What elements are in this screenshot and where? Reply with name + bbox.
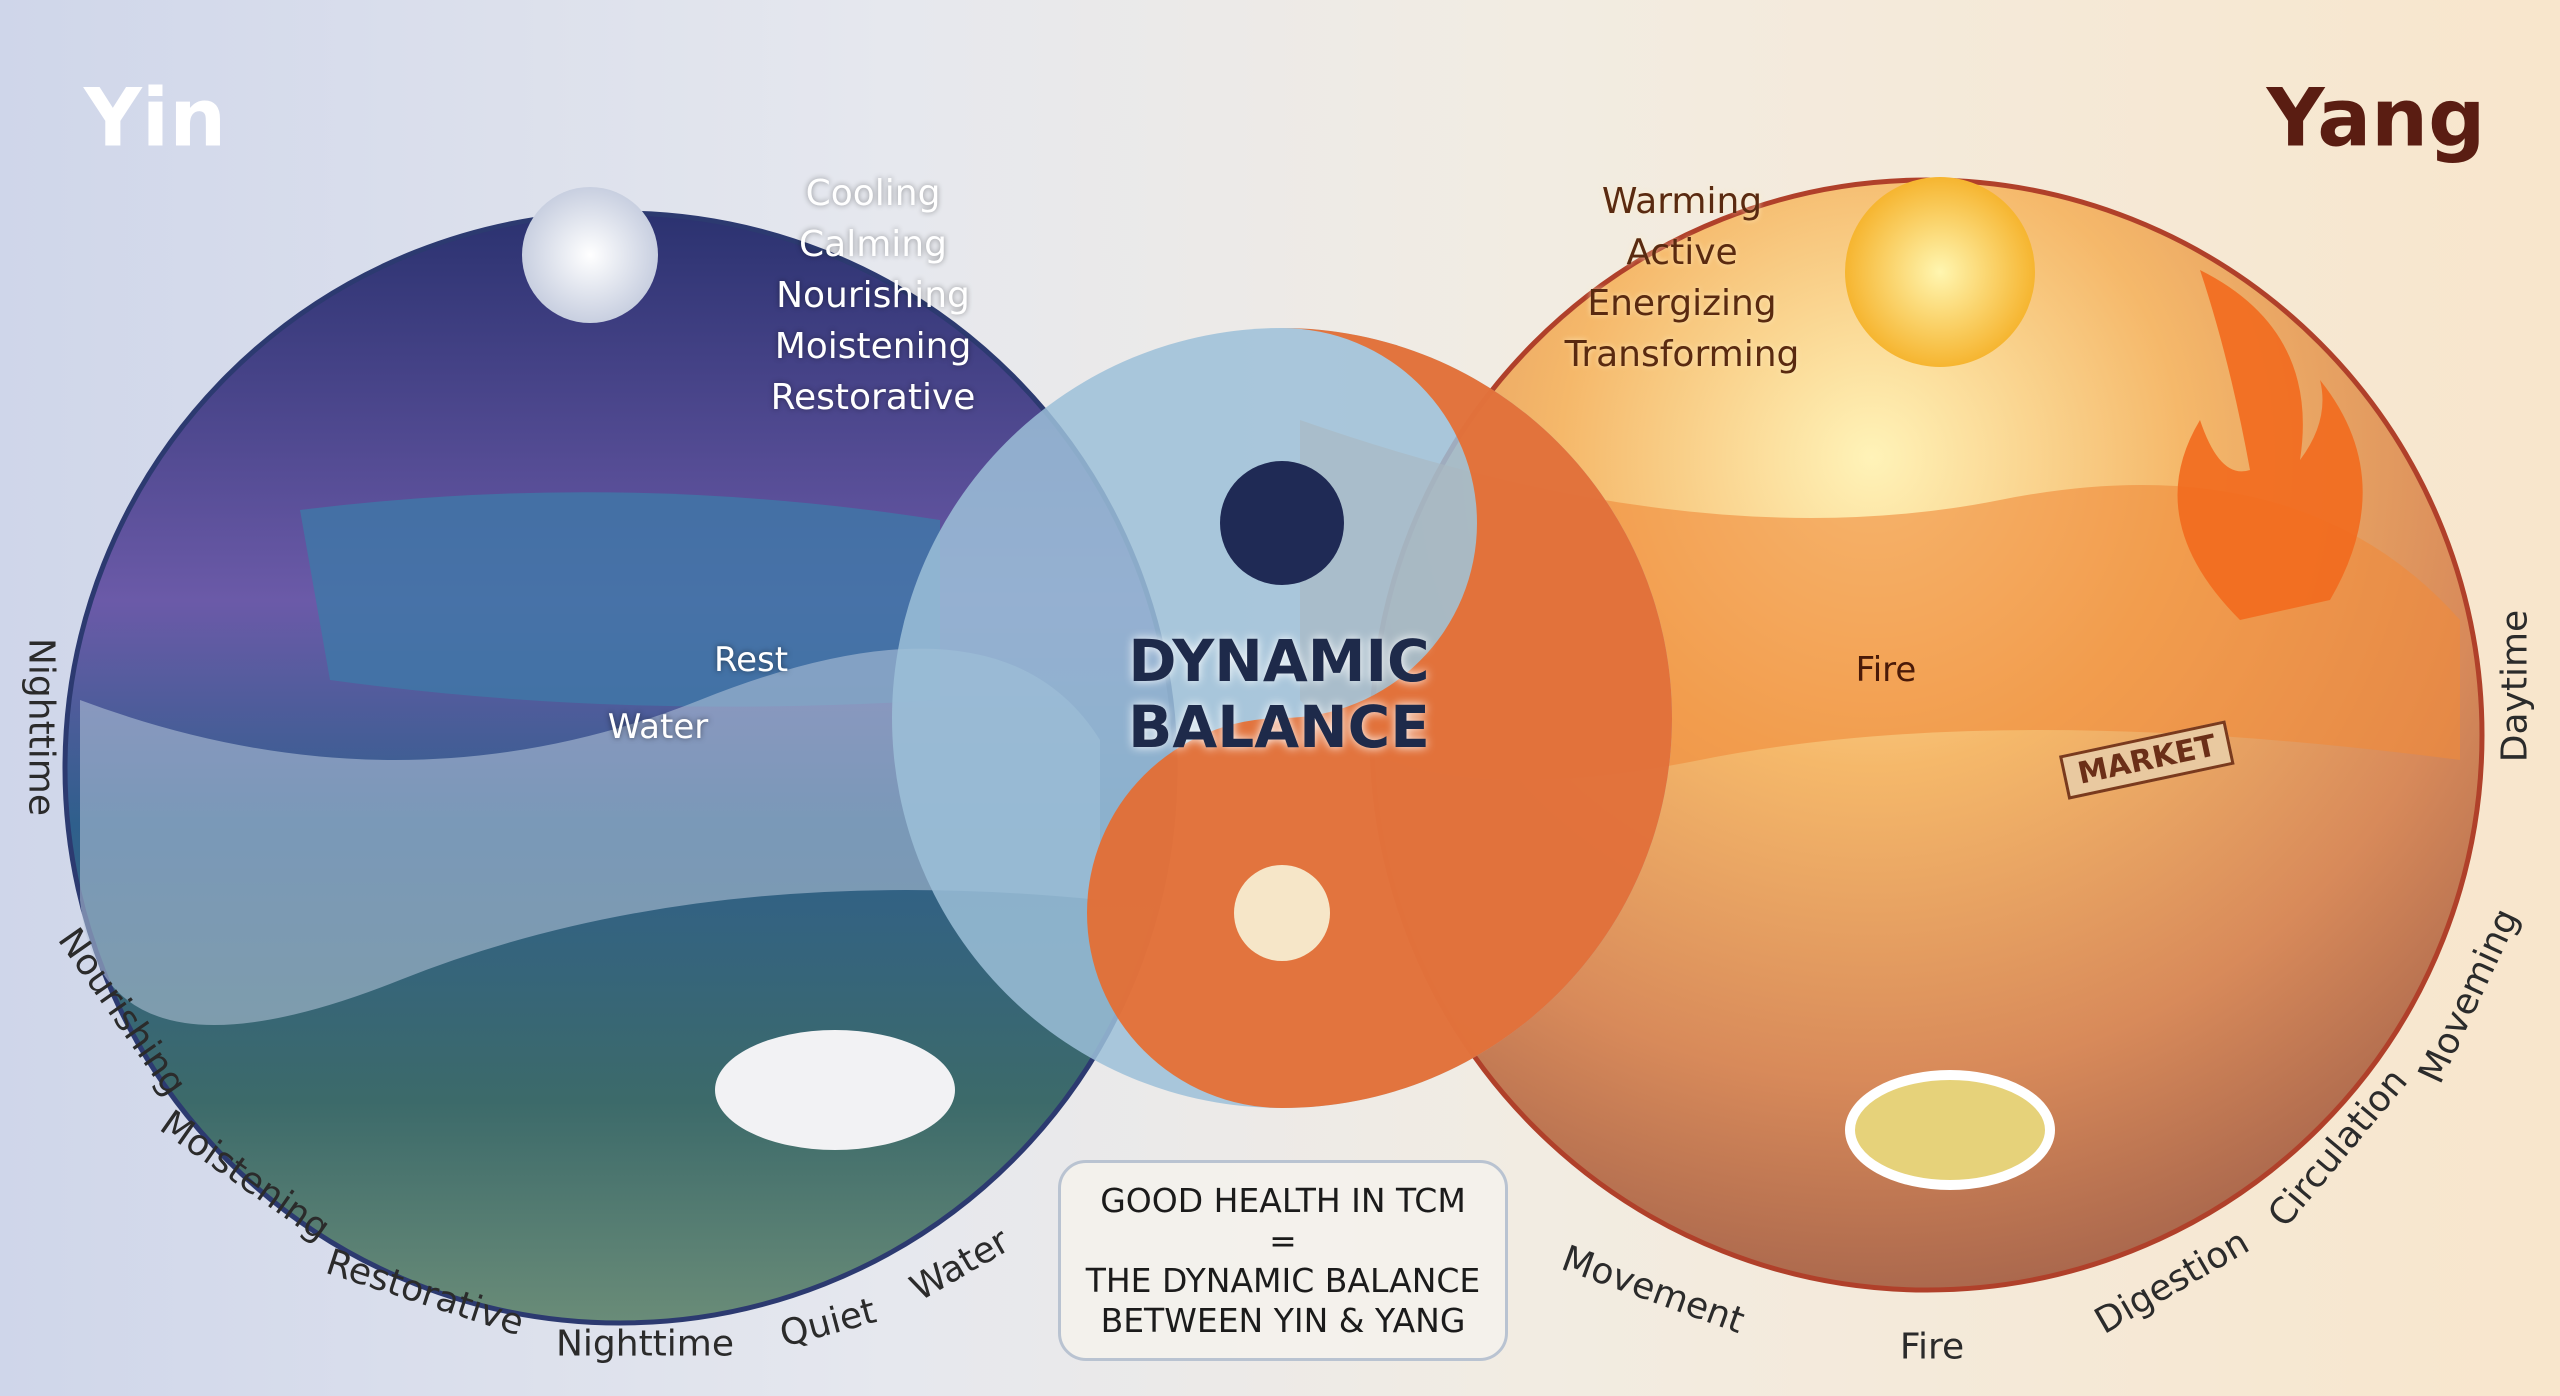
dynamic-balance-label: DYNAMIC BALANCE bbox=[1128, 628, 1430, 760]
rest-label: Rest bbox=[713, 640, 789, 680]
mist-wave bbox=[80, 648, 1100, 1025]
outer-label: Nighttime bbox=[20, 637, 62, 817]
summary-line: BETWEEN YIN & YANG bbox=[1100, 1300, 1466, 1340]
summary-line: GOOD HEALTH IN TCM bbox=[1100, 1180, 1466, 1220]
herb-dot bbox=[1234, 865, 1330, 961]
yang-quality: Warming bbox=[1601, 181, 1763, 222]
yin-title: Yin bbox=[83, 71, 227, 165]
outer-label: Daytime bbox=[2494, 609, 2536, 763]
yin-quality: Cooling bbox=[805, 173, 941, 214]
summary-box: GOOD HEALTH IN TCM = THE DYNAMIC BALANCE… bbox=[1058, 1160, 1508, 1361]
summary-line: = bbox=[1269, 1220, 1297, 1260]
yang-title: Yang bbox=[2266, 71, 2486, 165]
lake bbox=[300, 492, 940, 707]
water-label: Water bbox=[607, 707, 709, 747]
tea-cup bbox=[1845, 1070, 2055, 1190]
soup-bowl bbox=[715, 1030, 955, 1150]
yang-quality: Transforming bbox=[1564, 334, 1800, 375]
center-line: DYNAMIC bbox=[1128, 627, 1430, 695]
summary-line: THE DYNAMIC BALANCE bbox=[1085, 1260, 1481, 1300]
moon-icon bbox=[522, 187, 658, 323]
yang-quality: Active bbox=[1626, 232, 1738, 273]
yin-quality: Moistening bbox=[774, 326, 972, 367]
sun-icon bbox=[1845, 177, 2035, 367]
yang-qualities: Warming Active Energizing Transforming bbox=[1565, 176, 1800, 380]
outer-label: Fire bbox=[1899, 1326, 1965, 1368]
yin-dot bbox=[1220, 461, 1344, 585]
yin-quality: Nourishing bbox=[776, 275, 970, 316]
yin-qualities: Cooling Calming Nourishing Moistening Re… bbox=[771, 168, 976, 423]
outer-label: Nighttime bbox=[555, 1323, 735, 1365]
flame-icon bbox=[2177, 270, 2363, 620]
yang-quality: Energizing bbox=[1587, 283, 1777, 324]
center-line: BALANCE bbox=[1128, 693, 1430, 761]
fire-label: Fire bbox=[1855, 650, 1917, 690]
yang-half bbox=[1087, 328, 1672, 1108]
yin-quality: Calming bbox=[799, 224, 947, 265]
yin-quality: Restorative bbox=[770, 377, 976, 418]
